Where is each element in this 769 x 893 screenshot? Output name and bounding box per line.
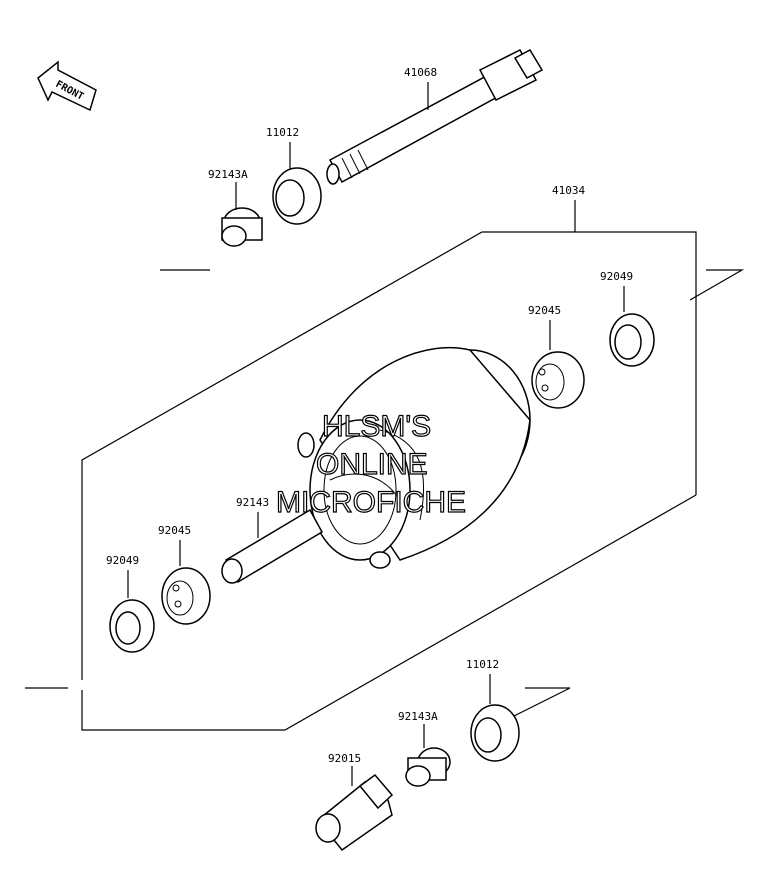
axle-nut-part xyxy=(315,766,394,852)
watermark: HLSM'S ONLINE MICROFICHE xyxy=(275,409,466,519)
seal-left-part xyxy=(109,570,155,653)
label-bearing-right: 92045 xyxy=(528,304,561,317)
label-axle-nut: 92015 xyxy=(328,752,361,765)
label-collar-bottom: 92143A xyxy=(398,710,438,723)
bearing-top-part xyxy=(272,142,322,225)
seal-right-part xyxy=(609,286,655,367)
bearing-bottom-part xyxy=(470,674,520,762)
watermark-line-3: MICROFICHE xyxy=(276,486,466,519)
collar-bottom-part xyxy=(405,724,451,787)
bearing-right-part xyxy=(531,320,585,409)
label-bearing-bottom: 11012 xyxy=(466,658,499,671)
watermark-line-1: HLSM'S xyxy=(322,410,431,443)
front-arrow-icon: FRONT xyxy=(37,60,97,112)
collar-top-part xyxy=(221,182,263,247)
label-axle: 41068 xyxy=(404,66,437,79)
axle-part xyxy=(326,49,544,185)
label-collar-top: 92143A xyxy=(208,168,248,181)
label-seal-left: 92049 xyxy=(106,554,139,567)
label-spacer: 92143 xyxy=(236,496,269,509)
bearing-left-part xyxy=(161,540,211,625)
label-bearing-left: 92045 xyxy=(158,524,191,537)
spacer-part xyxy=(221,508,324,584)
watermark-line-2: ONLINE xyxy=(316,448,428,481)
label-seal-right: 92049 xyxy=(600,270,633,283)
hub-frame xyxy=(25,200,745,731)
label-hub: 41034 xyxy=(552,184,585,197)
label-bearing-top: 11012 xyxy=(266,126,299,139)
hub-body-part xyxy=(297,346,531,569)
